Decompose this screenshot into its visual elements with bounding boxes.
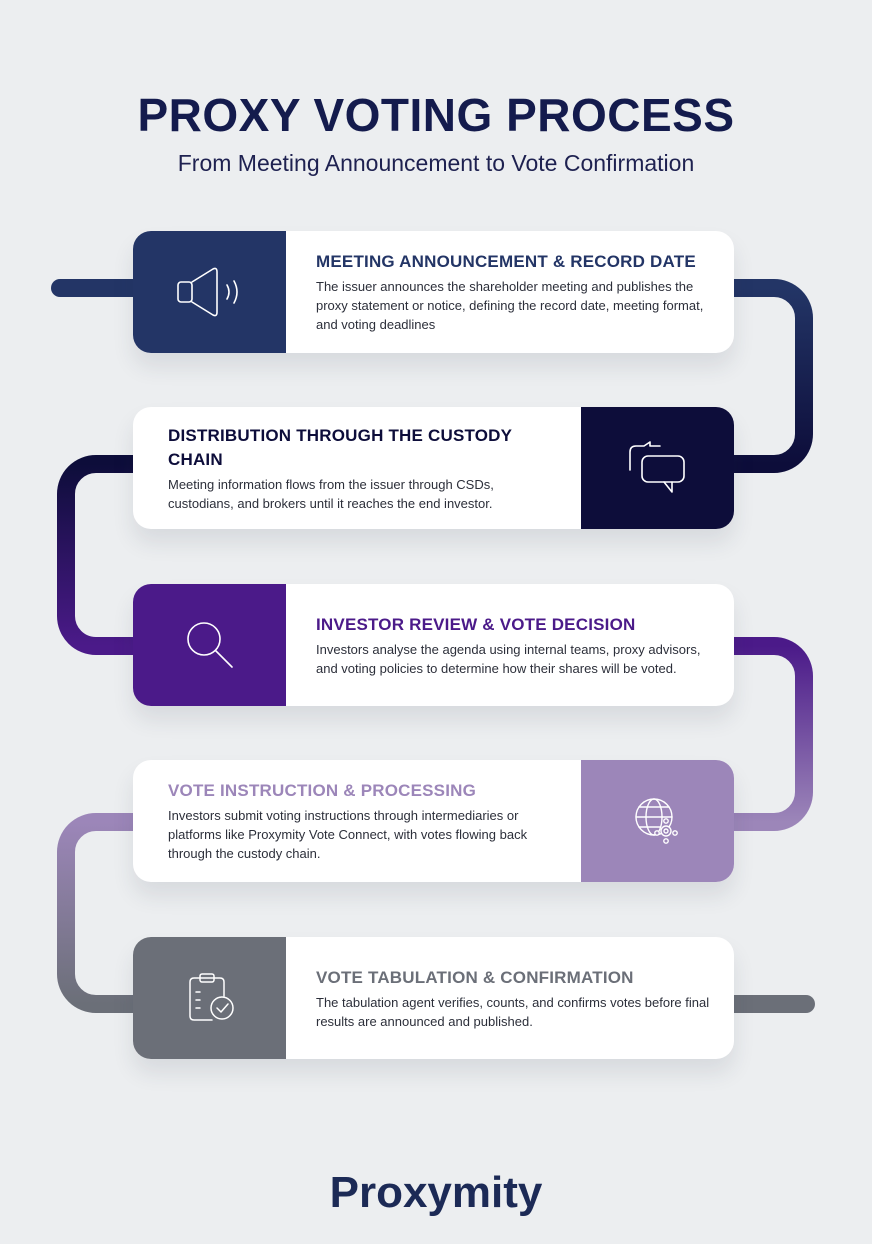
- page-title: PROXY VOTING PROCESS: [137, 89, 735, 141]
- proxymity-logo: Proxymity: [329, 1168, 543, 1217]
- connector-segment-2: [57, 455, 149, 655]
- step-card-investor-review: INVESTOR REVIEW & VOTE DECISION Investor…: [133, 584, 734, 706]
- globe-gear-icon: [634, 798, 678, 844]
- page-subtitle: From Meeting Announcement to Vote Confir…: [177, 150, 695, 176]
- step-card-distribution: DISTRIBUTION THROUGH THE CUSTODY CHAIN M…: [133, 407, 734, 529]
- step-text: INVESTOR REVIEW & VOTE DECISION Investor…: [316, 584, 716, 706]
- step-description: Investors submit voting instructions thr…: [168, 808, 528, 861]
- step-card-vote-tabulation: VOTE TABULATION & CONFIRMATION The tabul…: [133, 937, 734, 1059]
- step-title: VOTE TABULATION & CONFIRMATION: [316, 967, 634, 987]
- step-title: DISTRIBUTION THROUGH THE CUSTODY CHAIN: [168, 425, 512, 469]
- step-text: MEETING ANNOUNCEMENT & RECORD DATE The i…: [316, 231, 716, 353]
- step-text: VOTE TABULATION & CONFIRMATION The tabul…: [316, 937, 716, 1059]
- step-description: Investors analyse the agenda using inter…: [316, 641, 701, 676]
- magnifier-icon: [186, 622, 233, 668]
- step-text: VOTE INSTRUCTION & PROCESSING Investors …: [168, 760, 558, 882]
- connector-segment-1: [719, 279, 813, 473]
- step-icon-panel: [133, 584, 286, 706]
- megaphone-icon: [176, 267, 238, 317]
- step-description: Meeting information flows from the issue…: [168, 476, 494, 511]
- chat-bubbles-icon: [628, 441, 685, 493]
- connector-segment-3: [719, 637, 813, 831]
- step-title: INVESTOR REVIEW & VOTE DECISION: [316, 614, 636, 634]
- step-description: The tabulation agent verifies, counts, a…: [316, 994, 710, 1029]
- step-text: DISTRIBUTION THROUGH THE CUSTODY CHAIN M…: [168, 407, 558, 529]
- clipboard-check-icon: [188, 973, 234, 1021]
- step-title: MEETING ANNOUNCEMENT & RECORD DATE: [316, 252, 696, 271]
- step-icon-panel: [133, 937, 286, 1059]
- step-icon-panel: [133, 231, 286, 353]
- step-icon-panel: [581, 407, 734, 529]
- step-card-vote-instruction: VOTE INSTRUCTION & PROCESSING Investors …: [133, 760, 734, 882]
- step-icon-panel: [581, 760, 734, 882]
- step-card-meeting-announcement: MEETING ANNOUNCEMENT & RECORD DATE The i…: [133, 231, 734, 353]
- step-description: The issuer announces the shareholder mee…: [316, 279, 704, 332]
- step-title: VOTE INSTRUCTION & PROCESSING: [168, 781, 477, 800]
- connector-segment-4: [57, 813, 149, 1013]
